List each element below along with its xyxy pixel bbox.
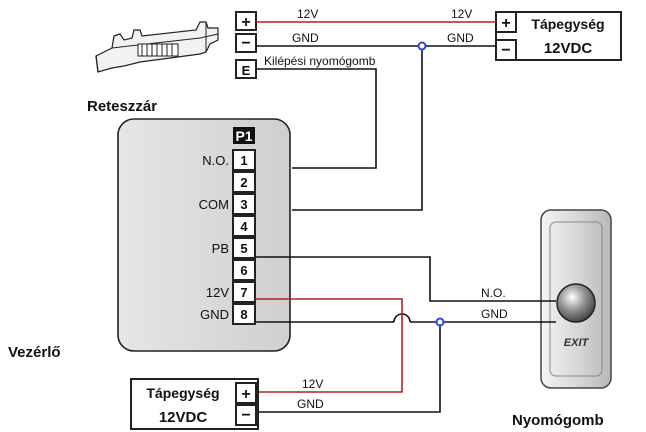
gnd-junction-bottom	[435, 317, 445, 327]
psu-top-minus: −	[501, 42, 510, 59]
psu-top-plus: +	[501, 15, 510, 32]
controller-terminals	[232, 149, 256, 325]
psu-bottom-plus: +	[241, 386, 250, 403]
lock-terminal-e: E	[242, 63, 251, 78]
terminal-7-label: 12V	[206, 285, 229, 300]
bottom-wires	[255, 256, 556, 413]
terminal-5-label: PB	[212, 241, 229, 256]
terminal-1-label: N.O.	[202, 153, 229, 168]
bottom-12v-label: 12V	[302, 377, 323, 391]
lock-terminal-plus: +	[241, 14, 250, 31]
terminal-6-num: 6	[240, 263, 247, 278]
exit-wire-label: Kilépési nyomógomb	[264, 54, 376, 68]
bottom-gnd-label: GND	[297, 397, 324, 411]
button-gnd-label: GND	[481, 307, 508, 321]
top-12v-right-label: 12V	[451, 7, 472, 21]
gnd-junction-top	[417, 41, 427, 51]
psu-top-voltage: 12VDC	[544, 40, 593, 57]
terminal-8-num: 8	[240, 307, 247, 322]
exit-button	[540, 209, 612, 389]
terminal-7-num: 7	[240, 285, 247, 300]
top-12v-left-label: 12V	[297, 7, 318, 21]
psu-top	[495, 11, 622, 61]
terminal-8-label: GND	[200, 307, 229, 322]
terminal-2-num: 2	[240, 175, 247, 190]
top-wires	[256, 21, 496, 211]
lock-label: Reteszzár	[87, 98, 157, 115]
terminal-1-num: 1	[240, 153, 247, 168]
button-no-label: N.O.	[481, 286, 506, 300]
exit-button-face-text: EXIT	[564, 337, 590, 349]
psu-top-title: Tápegység	[531, 16, 604, 32]
controller-label: Vezérlő	[8, 344, 61, 361]
top-gnd-right-label: GND	[447, 31, 474, 45]
terminal-4-num: 4	[240, 219, 248, 234]
psu-bottom	[130, 378, 259, 430]
terminal-3-num: 3	[240, 197, 247, 212]
button-label: Nyomógomb	[512, 412, 604, 429]
psu-bottom-title: Tápegység	[146, 385, 219, 401]
controller-header-box	[233, 127, 255, 144]
electric-strike-lock	[95, 21, 219, 73]
terminal-3-label: COM	[199, 197, 229, 212]
lock-terminal-block	[235, 11, 257, 79]
top-gnd-left-label: GND	[292, 31, 319, 45]
lock-terminal-minus: −	[241, 35, 250, 52]
terminal-5-num: 5	[240, 241, 247, 256]
controller-header: P1	[235, 128, 252, 144]
psu-bottom-voltage: 12VDC	[159, 409, 208, 426]
psu-bottom-minus: −	[241, 407, 250, 424]
